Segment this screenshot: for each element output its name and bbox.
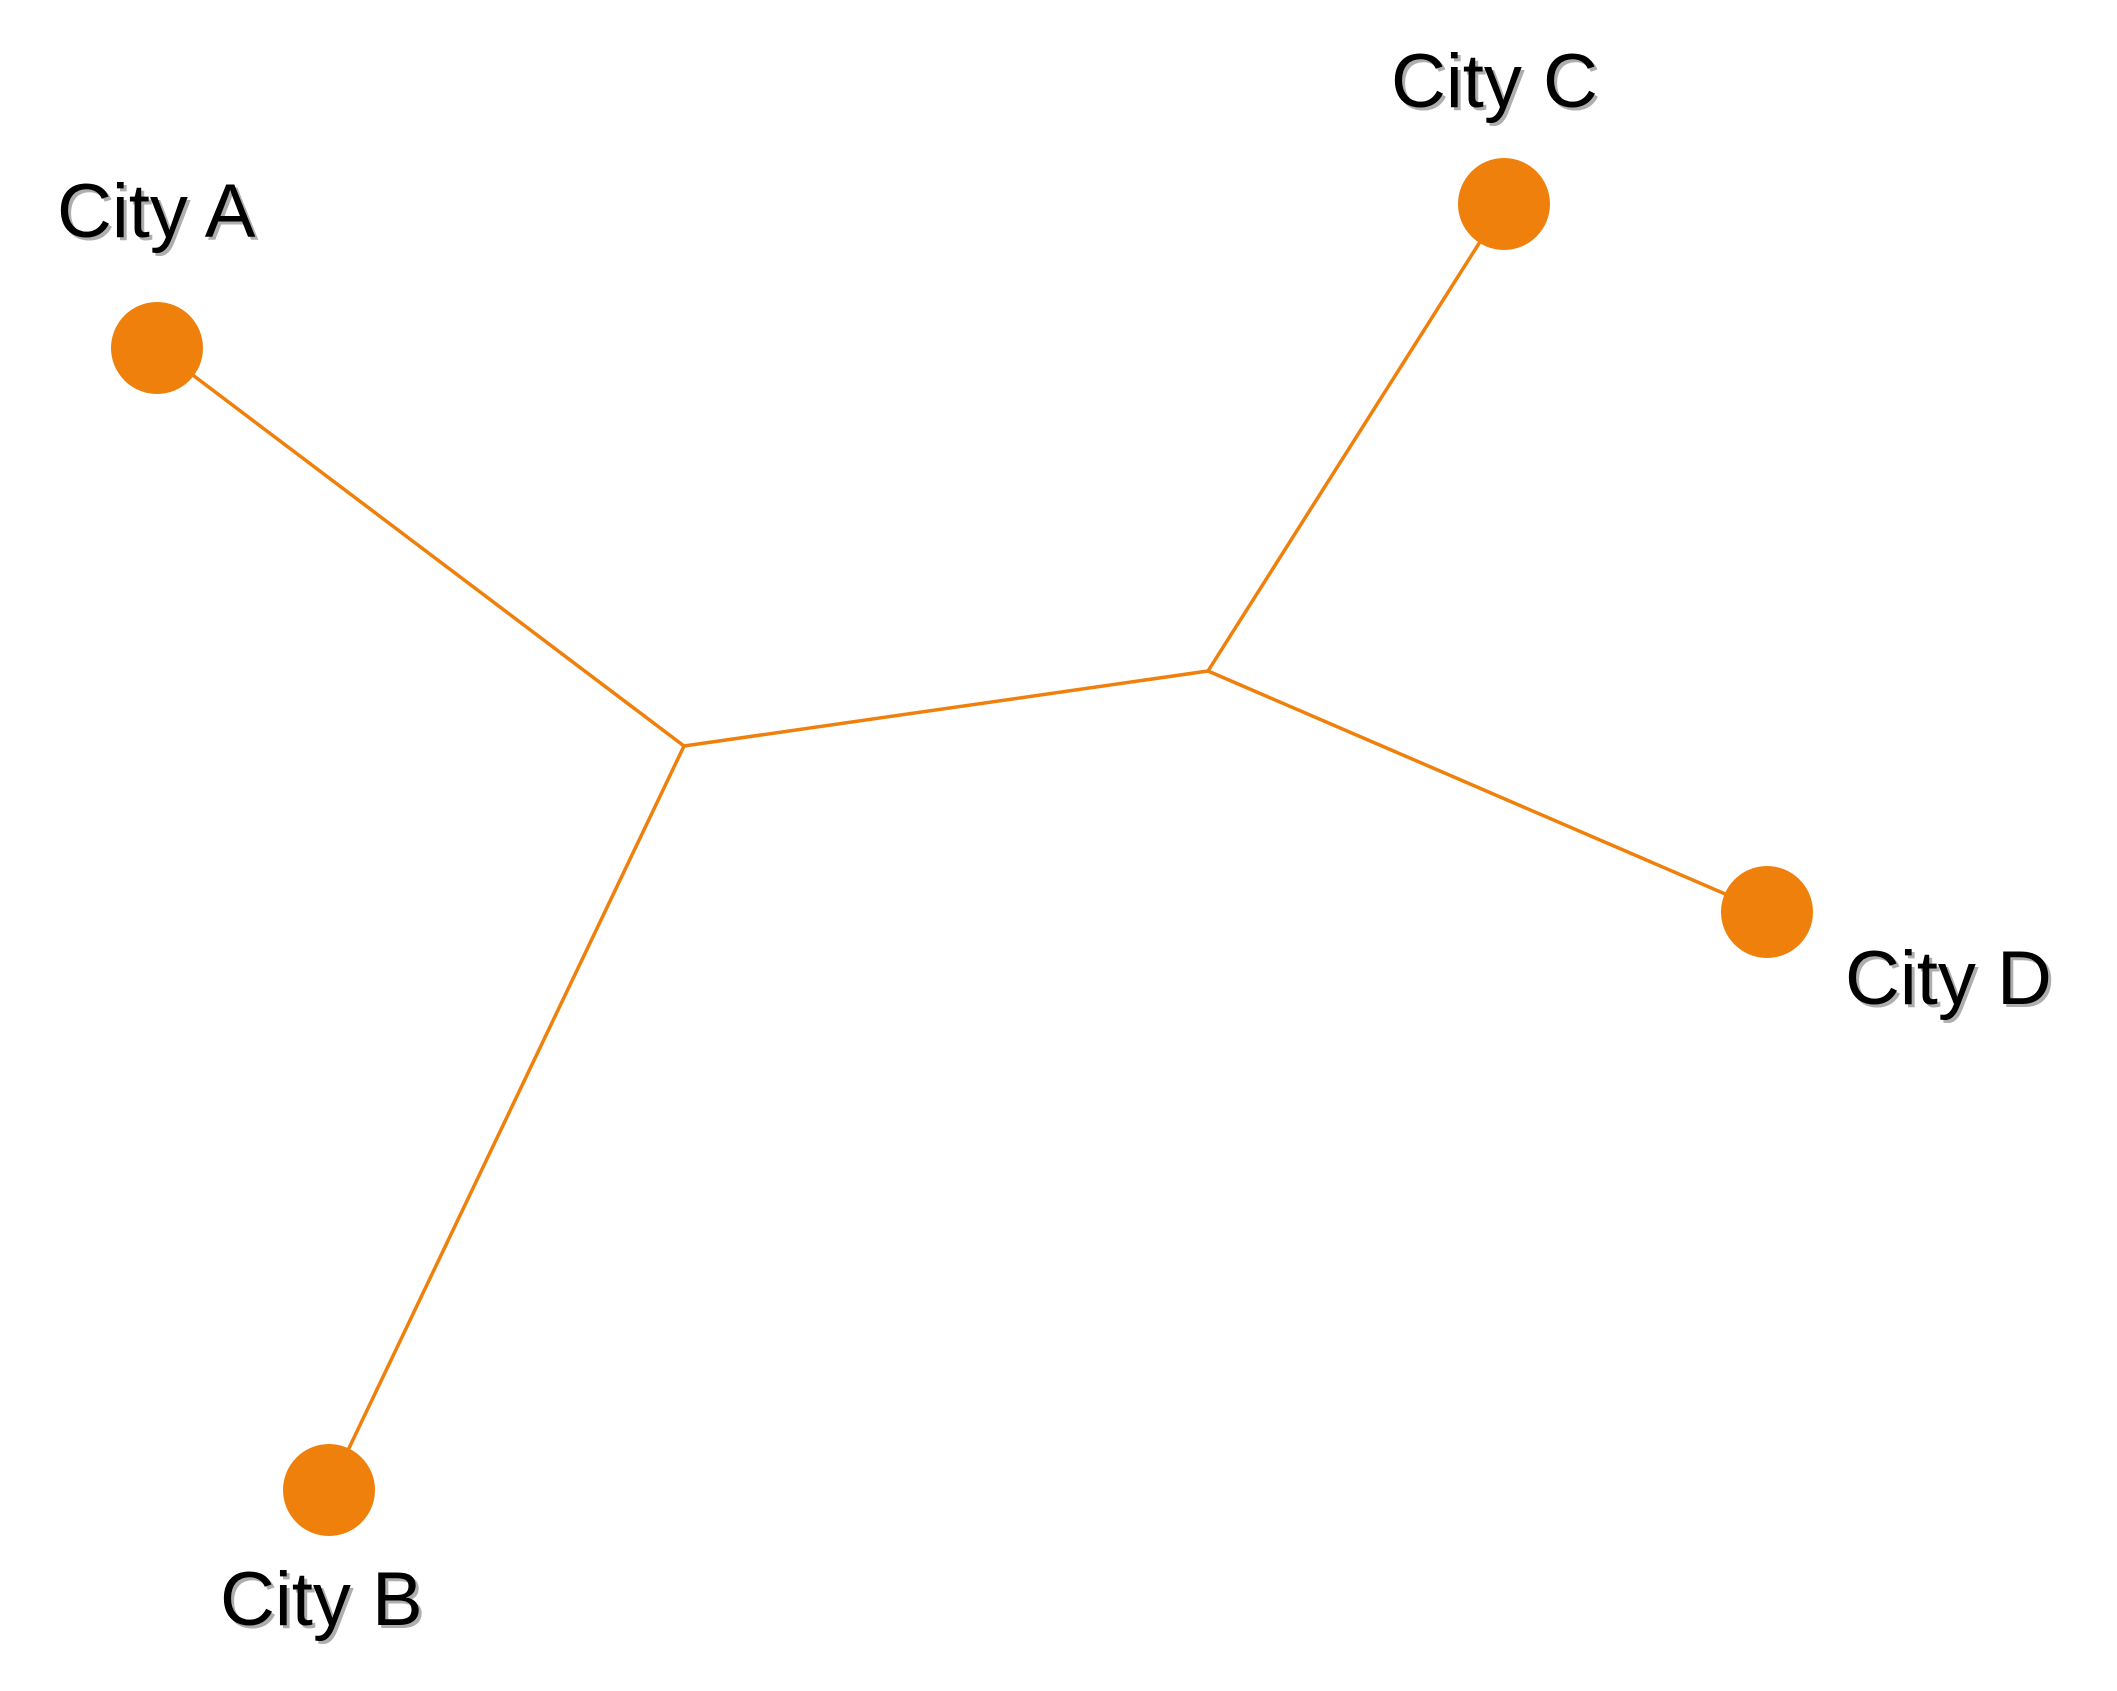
edge-b-junction-1 <box>327 744 686 1492</box>
edge-junction-1-junction-2 <box>682 669 1210 748</box>
city-nodes <box>111 158 1813 1536</box>
city-label-shadow-c: City C <box>1394 42 1601 127</box>
edge-a-junction-1 <box>155 346 686 748</box>
network-edges <box>155 202 1769 1492</box>
city-node-b <box>283 1444 375 1536</box>
edge-c-junction-2 <box>1206 202 1506 673</box>
city-label-shadow-a: City A <box>60 172 259 257</box>
city-label-b: City B <box>220 1557 423 1642</box>
city-node-c <box>1458 158 1550 250</box>
city-label-a: City A <box>57 169 256 254</box>
city-label-shadow-d: City D <box>1848 939 2055 1024</box>
city-node-a <box>111 302 203 394</box>
city-label-c: City C <box>1391 39 1598 124</box>
edge-d-junction-2 <box>1206 669 1769 914</box>
city-node-d <box>1721 866 1813 958</box>
city-label-d: City D <box>1845 936 2052 1021</box>
city-label-shadow-b: City B <box>223 1560 426 1645</box>
